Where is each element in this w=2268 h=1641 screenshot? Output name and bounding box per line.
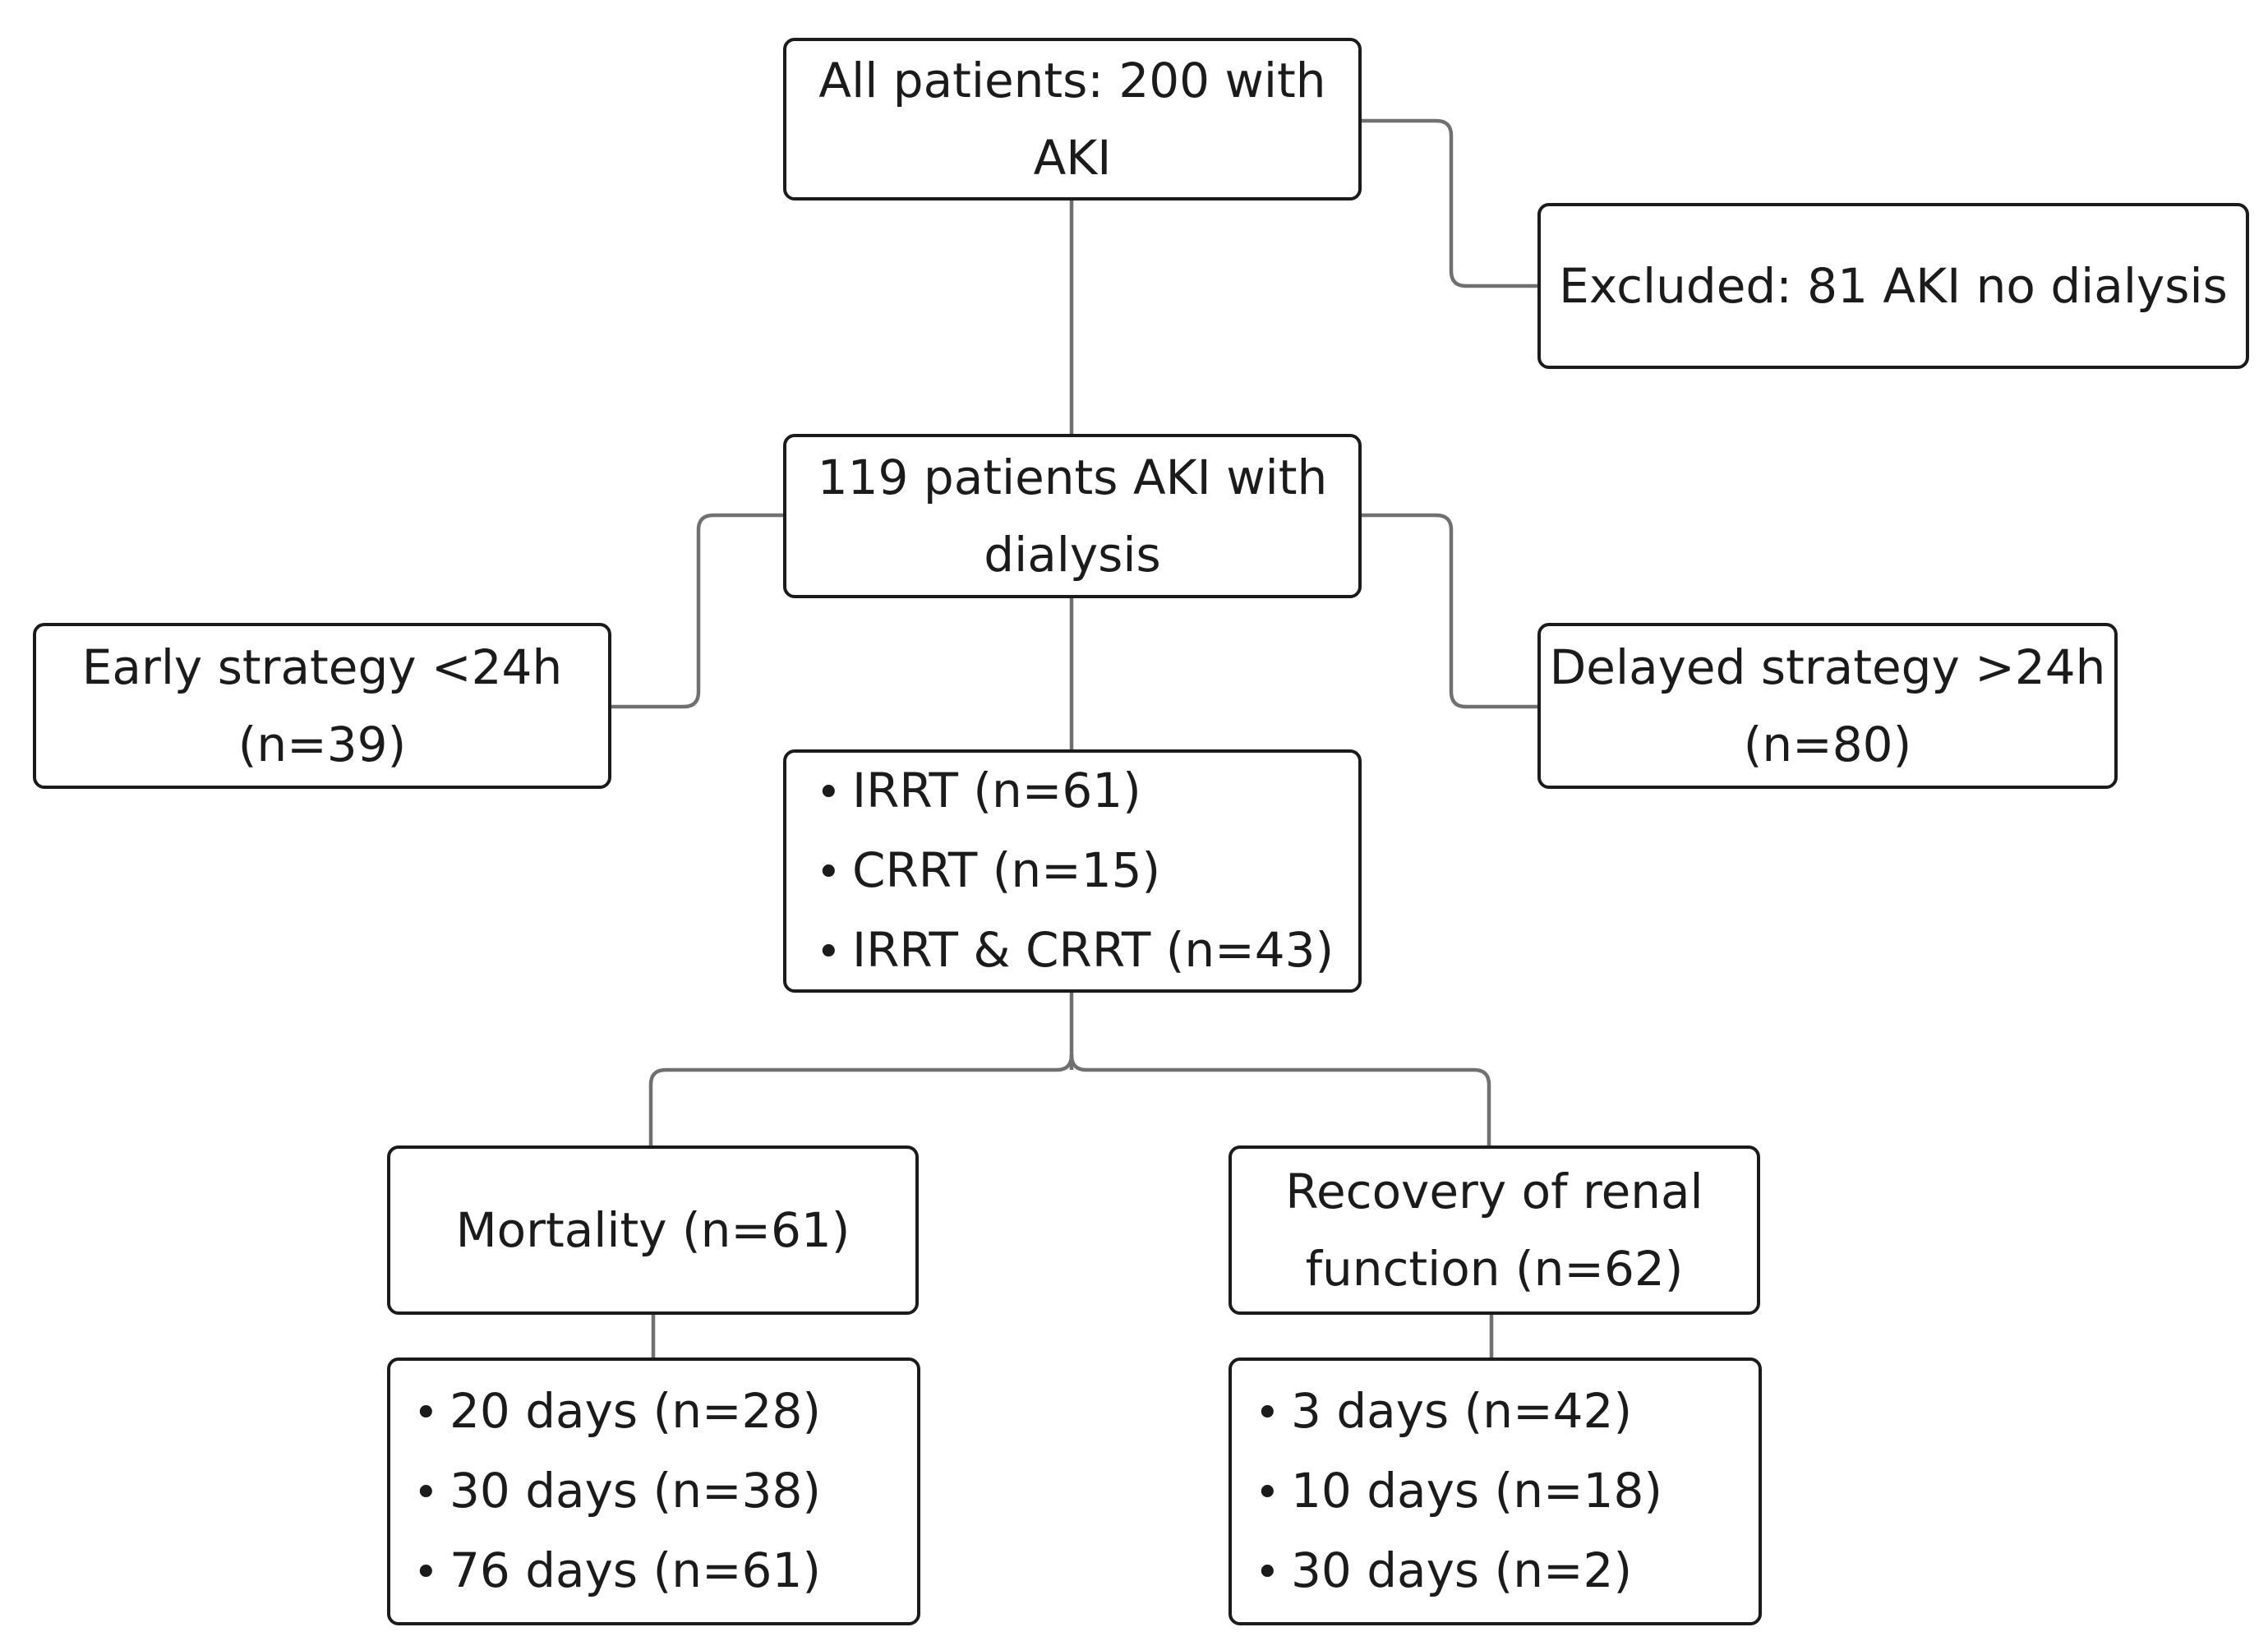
mortality-timeline-item: 30 days (n=38) [413,1452,821,1532]
mortality-timeline-box: 20 days (n=28) 30 days (n=38) 76 days (n… [387,1358,920,1625]
mortality-box: Mortality (n=61) [387,1145,919,1315]
modalities-list: IRRT (n=61) CRRT (n=15) IRRT & CRRT (n=4… [816,752,1334,991]
delayed-strategy-line-1: Delayed strategy >24h [1549,639,2106,695]
connector-split-to-recovery [1069,1054,1491,1147]
excluded-line-1: Excluded: 81 AKI no dialysis [1559,258,2228,314]
recovery-timeline-item: 10 days (n=18) [1255,1452,1662,1532]
mortality-timeline-item: 76 days (n=61) [413,1532,821,1611]
recovery-box: Recovery of renal function (n=62) [1228,1145,1760,1315]
mortality-line-1: Mortality (n=61) [455,1202,850,1258]
mortality-timeline-list: 20 days (n=28) 30 days (n=38) 76 days (n… [413,1372,821,1611]
modality-item: IRRT (n=61) [816,752,1334,832]
connector-dialysis-to-delayed [1360,513,1539,709]
early-strategy-box: Early strategy <24h (n=39) [33,623,611,789]
delayed-strategy-box: Delayed strategy >24h (n=80) [1537,623,2118,789]
dialysis-patients-line-2: dialysis [984,527,1161,583]
excluded-box: Excluded: 81 AKI no dialysis [1537,203,2249,369]
all-patients-line-2: AKI [1033,130,1112,186]
all-patients-line-1: All patients: 200 with [818,53,1326,108]
connector-dialysis-to-early [610,513,785,709]
early-strategy-line-1: Early strategy <24h [81,639,563,695]
recovery-line-1: Recovery of renal [1285,1164,1703,1219]
all-patients-box: All patients: 200 with AKI [783,38,1362,201]
modalities-box: IRRT (n=61) CRRT (n=15) IRRT & CRRT (n=4… [783,749,1362,993]
recovery-line-2: function (n=62) [1305,1241,1684,1297]
dialysis-patients-box: 119 patients AKI with dialysis [783,434,1362,598]
connector-all-to-excluded [1360,118,1539,288]
recovery-timeline-list: 3 days (n=42) 10 days (n=18) 30 days (n=… [1255,1372,1662,1611]
connector-split-to-mortality [648,1054,1074,1147]
modality-item: CRRT (n=15) [816,832,1334,911]
early-strategy-line-2: (n=39) [237,717,407,772]
recovery-timeline-item: 3 days (n=42) [1255,1372,1662,1452]
dialysis-patients-line-1: 119 patients AKI with [817,449,1328,505]
delayed-strategy-line-2: (n=80) [1743,717,1912,772]
recovery-timeline-box: 3 days (n=42) 10 days (n=18) 30 days (n=… [1228,1358,1762,1625]
recovery-timeline-item: 30 days (n=2) [1255,1532,1662,1611]
mortality-timeline-item: 20 days (n=28) [413,1372,821,1452]
modality-item: IRRT & CRRT (n=43) [816,911,1334,991]
